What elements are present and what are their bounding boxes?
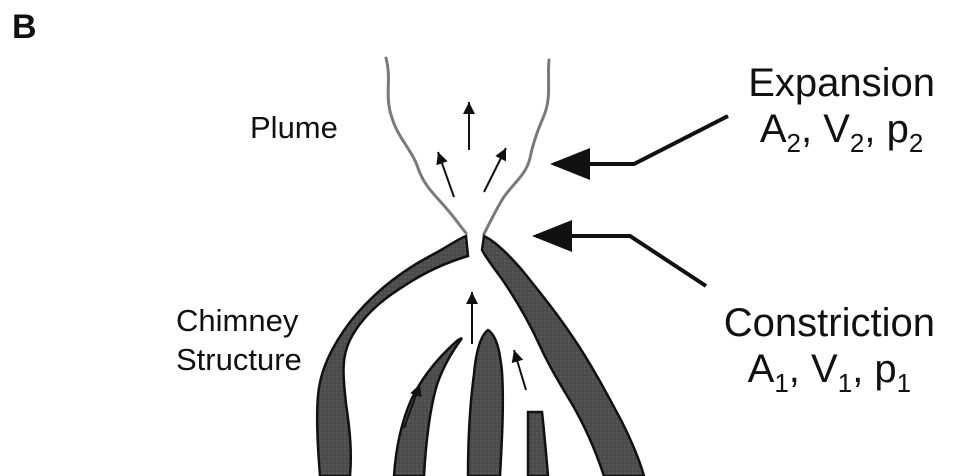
chimney-inner-left-branch: [394, 338, 462, 476]
panel-letter: B: [12, 10, 37, 44]
constriction-area-sub: 1: [774, 368, 788, 398]
expansion-title: Expansion: [748, 60, 935, 106]
plume-arrow-left: [438, 152, 454, 197]
expansion-pointer: [554, 116, 728, 164]
plume-arrow-right: [484, 148, 506, 192]
plume-left-edge: [386, 58, 466, 233]
expansion-velocity-sub: 2: [850, 128, 864, 158]
chimney-arrow-right: [514, 350, 526, 390]
chimney-label-line1: Chimney: [176, 302, 302, 341]
expansion-pressure: p: [887, 107, 909, 151]
constriction-pressure: p: [874, 347, 896, 391]
expansion-area: A: [760, 107, 787, 151]
constriction-velocity-sub: 1: [838, 368, 852, 398]
plume-label: Plume: [250, 112, 338, 143]
constriction-pointer: [536, 236, 706, 286]
chimney-central-column: [468, 330, 503, 476]
plume-right-edge: [484, 60, 549, 234]
constriction-velocity: V: [811, 347, 838, 391]
constriction-pressure-sub: 1: [897, 368, 911, 398]
constriction-area: A: [748, 347, 775, 391]
expansion-velocity: V: [823, 107, 850, 151]
constriction-variables: A1, V1, p1: [724, 346, 935, 392]
chimney-inner-right-block: [528, 412, 548, 476]
chimney-right-wall: [482, 236, 644, 476]
expansion-label: Expansion A2, V2, p2: [748, 60, 935, 152]
constriction-title: Constriction: [724, 300, 935, 346]
constriction-label: Constriction A1, V1, p1: [724, 300, 935, 392]
expansion-variables: A2, V2, p2: [748, 106, 935, 152]
chimney-label-line2: Structure: [176, 341, 302, 380]
expansion-pressure-sub: 2: [909, 128, 923, 158]
expansion-area-sub: 2: [787, 128, 801, 158]
chimney-structure-label: Chimney Structure: [176, 302, 302, 380]
